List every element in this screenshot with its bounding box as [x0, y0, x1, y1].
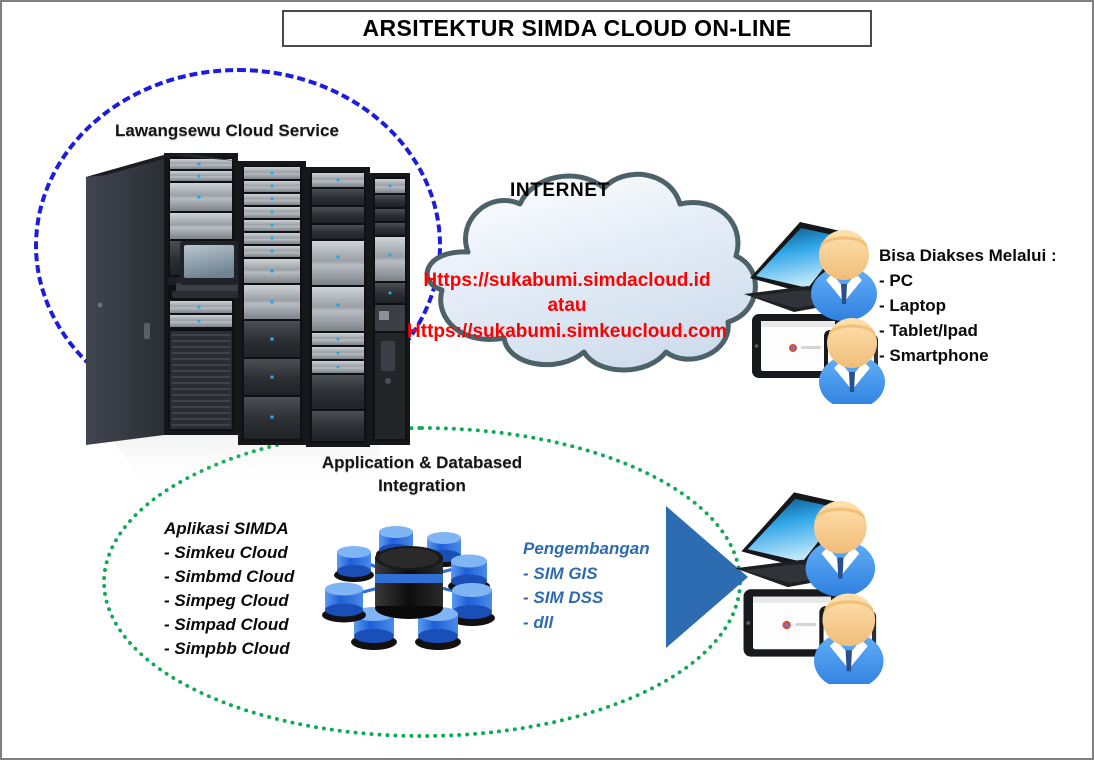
development-item-dll: - dll [523, 612, 554, 632]
access-method-item-laptop: - Laptop [879, 295, 947, 315]
cloud-url-list: Https://sukabumi.simdacloud.id atau Http… [388, 268, 746, 344]
integration-zone-label-line2: Integration [378, 475, 466, 495]
cloud-url-primary: Https://sukabumi.simdacloud.id [423, 270, 711, 291]
access-method-item-pc: - PC [879, 270, 913, 290]
simda-app-item-simbmd: - Simbmd Cloud [164, 566, 295, 586]
cloud-icon [398, 160, 770, 392]
diagram-title-box: ARSITEKTUR SIMDA CLOUD ON-LINE [282, 10, 872, 47]
cloud-service-zone-label: Lawangsewu Cloud Service [115, 121, 339, 140]
development-item-sim-dss: - SIM DSS [523, 588, 604, 608]
simda-app-item-simkeu: - Simkeu Cloud [164, 542, 288, 562]
access-method-item-smartphone: - Smartphone [879, 345, 989, 365]
simda-app-item-simpbb: - Simpbb Cloud [164, 638, 290, 658]
access-methods-heading: Bisa Diakses Melalui : [879, 246, 1057, 265]
page-title: ARSITEKTUR SIMDA CLOUD ON-LINE [362, 15, 792, 41]
cloud-url-separator: atau [547, 295, 587, 317]
client-devices-group-bottom [728, 484, 888, 690]
simda-applications-heading: Aplikasi SIMDA [164, 519, 289, 538]
development-heading: Pengembangan [523, 539, 650, 558]
cloud-url-secondary: Https://sukabumi.simkeucloud.com [407, 320, 727, 342]
internet-label: INTERNET [510, 180, 610, 201]
integration-zone-label-line1: Application & Databased [321, 453, 523, 472]
simda-applications-list: Aplikasi SIMDA - Simkeu Cloud - Simbmd C… [164, 517, 294, 661]
simda-app-item-simpeg: - Simpeg Cloud [164, 590, 289, 610]
simda-app-item-simpad: - Simpad Cloud [164, 614, 289, 634]
right-arrow-icon [666, 506, 748, 648]
development-item-sim-gis: - SIM GIS [523, 563, 598, 583]
access-methods-list: Bisa Diakses Melalui : - PC - Laptop - T… [879, 244, 1057, 369]
server-rack-icon [80, 145, 410, 495]
integration-zone-label: Application & Databased Integration [302, 452, 542, 498]
development-list: Pengembangan - SIM GIS - SIM DSS - dll [523, 537, 650, 636]
access-method-item-tablet: - Tablet/Ipad [879, 320, 978, 340]
client-devices-group-top [738, 214, 898, 409]
database-cluster-icon [314, 518, 504, 658]
